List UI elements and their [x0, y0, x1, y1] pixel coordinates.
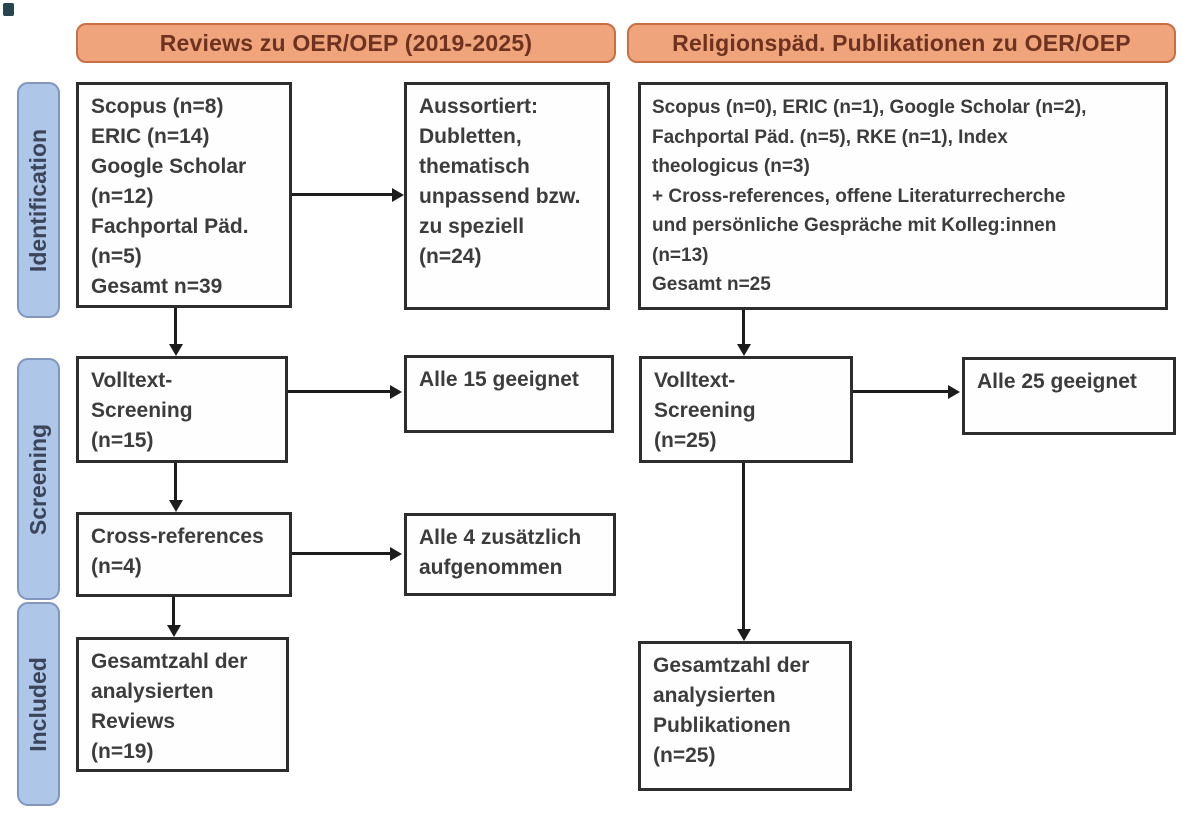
stage-label-identification-text: Identification — [25, 128, 51, 272]
box-reviews-included-total: Gesamtzahl der analysierten Reviews (n=1… — [76, 637, 289, 772]
stage-label-included: Included — [17, 602, 60, 806]
box-relpaed-fulltext-screening: Volltext- Screening (n=25) — [639, 356, 853, 463]
arrow-reviews-crossreferences-to-included — [172, 597, 175, 625]
box-reviews-crossreferences-result: Alle 4 zusätzlich aufgenommen — [404, 513, 616, 596]
arrow-reviews-sources-to-fulltext — [174, 308, 177, 344]
box-reviews-fulltext-result: Alle 15 geeignet — [404, 355, 614, 433]
arrow-reviews-fulltext-to-result — [288, 390, 390, 393]
stage-label-screening-text: Screening — [25, 423, 51, 535]
box-reviews-excluded: Aussortiert: Dubletten, thematisch unpas… — [404, 82, 610, 310]
stage-label-identification: Identification — [17, 82, 60, 318]
box-reviews-crossreferences: Cross-references (n=4) — [76, 512, 292, 597]
arrow-reviews-fulltext-to-crossreferences — [174, 463, 177, 500]
box-relpaed-included-total: Gesamtzahl der analysierten Publikatione… — [638, 641, 852, 791]
arrow-relpaed-fulltext-to-included — [742, 463, 745, 629]
box-reviews-sources: Scopus (n=8) ERIC (n=14) Google Scholar … — [76, 82, 292, 308]
arrow-relpaed-fulltext-to-result — [853, 390, 948, 393]
stage-label-included-text: Included — [25, 656, 51, 752]
arrow-relpaed-sources-to-fulltext — [742, 310, 745, 344]
box-relpaed-sources: Scopus (n=0), ERIC (n=1), Google Scholar… — [638, 82, 1168, 310]
stage-label-screening: Screening — [17, 358, 60, 600]
column-header-religionspaed: Religionspäd. Publikationen zu OER/OEP — [627, 23, 1176, 63]
corner-artifact — [3, 3, 14, 16]
column-header-reviews: Reviews zu OER/OEP (2019-2025) — [76, 23, 616, 63]
box-reviews-fulltext-screening: Volltext- Screening (n=15) — [76, 356, 288, 463]
arrow-reviews-sources-to-excluded — [292, 193, 392, 196]
arrow-reviews-crossreferences-to-result — [292, 552, 390, 555]
box-relpaed-fulltext-result: Alle 25 geeignet — [962, 357, 1176, 435]
